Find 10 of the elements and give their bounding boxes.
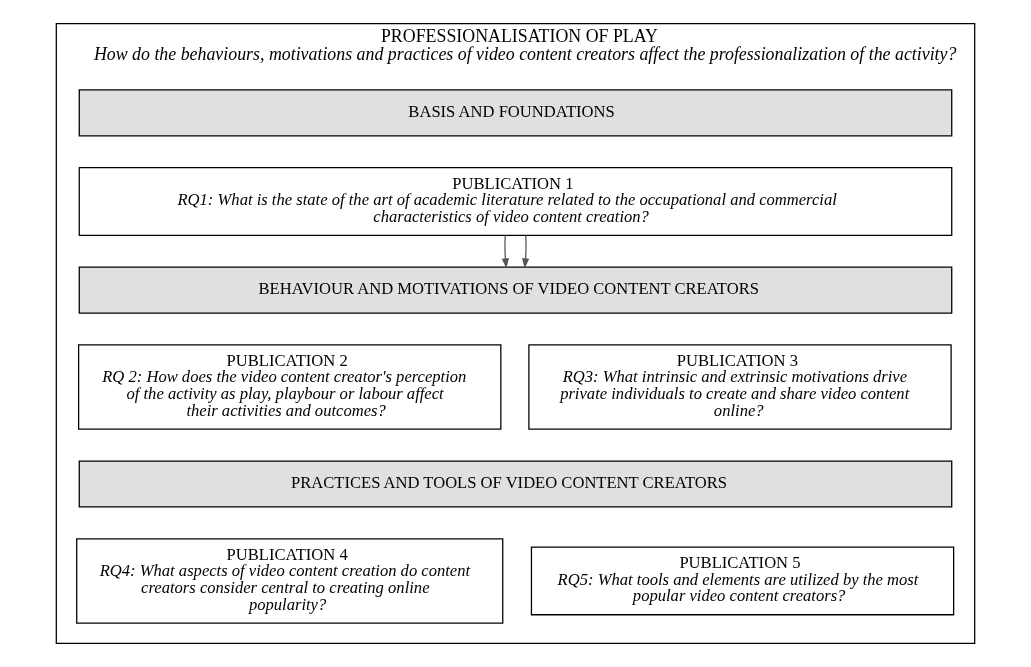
node-box: BEHAVIOUR AND MOTIVATIONS OF VIDEO CONTENT CREATORS bbox=[78, 266, 953, 314]
node-box: PUBLICATION 2 RQ 2: How does the video content creator's perception of the activity as play, playbour or labour affect their activities and outcomes? bbox=[78, 344, 502, 430]
arrow bbox=[522, 234, 530, 269]
arrow bbox=[501, 234, 509, 269]
node-box: PUBLICATION 5 RQ5: What tools and elements are utilized by the most popular video content creators? bbox=[530, 546, 955, 616]
node-box: PUBLICATION 3 RQ3: What intrinsic and extrinsic motivations drive private individuals to create and share video content online? bbox=[528, 344, 952, 430]
node-box: PUBLICATION 4 RQ4: What aspects of video content creation do content creators consider central to creating online popularity? bbox=[76, 538, 504, 624]
node-box: PUBLICATION 1 RQ1: What is the state of the art of academic literature related to the occupational and commercial characteristics of video content creation? bbox=[78, 167, 953, 236]
node-box: PRACTICES AND TOOLS OF VIDEO CONTENT CREATORS bbox=[78, 460, 953, 508]
node-box: BASIS AND FOUNDATIONS bbox=[78, 89, 953, 137]
